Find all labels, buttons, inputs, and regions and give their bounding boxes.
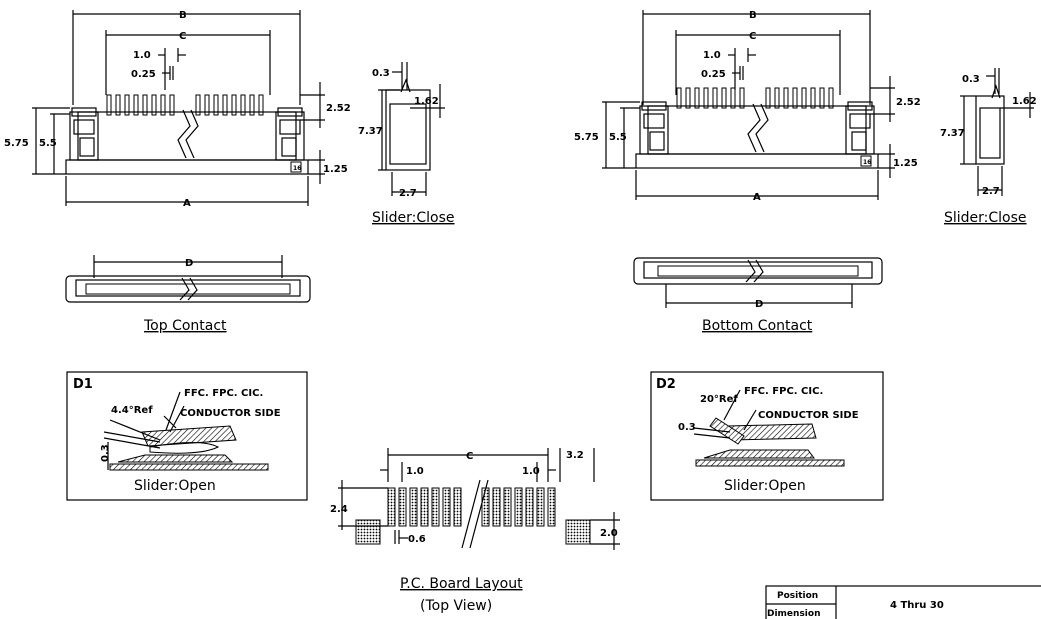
dim-pcb-edge: 3.2 [566, 450, 584, 461]
dim-body-height-left: 5.5 [39, 138, 57, 149]
dim-pad-pitch-left: 1.0 [406, 466, 424, 477]
position-box-right: 16 [863, 159, 871, 166]
side-view-left [378, 62, 445, 196]
front-view-bottom-contact [602, 10, 895, 200]
dim-c-left: C [179, 31, 186, 42]
dim-contact-width-left: 0.25 [131, 69, 156, 80]
dim-tab-height: 2.0 [600, 528, 618, 539]
side-view-right [960, 68, 1034, 196]
dim-pitch-left: 1.0 [133, 50, 151, 61]
table-position-label: Position [777, 591, 818, 601]
dim-a-right: A [753, 192, 761, 203]
dim-b-right: B [749, 10, 757, 21]
dim-side-top-left: 0.3 [372, 68, 390, 79]
caption-pcb-layout: P.C. Board Layout [400, 576, 523, 592]
d2-angle-label: 20°Ref [700, 394, 738, 405]
detail-d1-label: D1 [73, 377, 93, 392]
caption-top-contact: Top Contact [143, 318, 227, 334]
d1-thickness-label: 0.3 [100, 444, 111, 462]
caption-top-view: (Top View) [420, 598, 492, 614]
table-range: 4 Thru 30 [890, 600, 944, 611]
dim-contact-height-left: 2.52 [326, 103, 351, 114]
dim-contact-width-right: 0.25 [701, 69, 726, 80]
dim-side-width-right: 2.7 [982, 186, 1000, 197]
front-view-top-contact [32, 10, 325, 206]
dim-total-height-left: 5.75 [4, 138, 29, 149]
dim-c-right: C [749, 31, 756, 42]
detail-d1 [66, 371, 308, 501]
d1-angle-label: 4.4°Ref [111, 405, 153, 416]
caption-slider-close-left: Slider:Close [372, 210, 455, 226]
dim-c-pcb: C [466, 451, 473, 462]
table-dimension-label: Dimension [767, 609, 820, 619]
dim-side-top-right: 0.3 [962, 74, 980, 85]
d1-conductor-label: CONDUCTOR SIDE [180, 408, 281, 419]
dim-d-bottom: D [755, 299, 763, 310]
dim-a-left: A [183, 198, 191, 209]
detail-d2-label: D2 [656, 377, 676, 392]
bottom-contact-plan [633, 257, 883, 308]
top-contact-plan [65, 255, 311, 303]
d2-ffc-label: FFC. FPC. CIC. [744, 386, 823, 397]
dim-pad-width: 0.6 [408, 534, 426, 545]
caption-slider-close-right: Slider:Close [944, 210, 1027, 226]
d2-conductor-label: CONDUCTOR SIDE [758, 410, 859, 421]
position-table [765, 585, 1041, 619]
dim-side-step-right: 1.62 [1012, 96, 1037, 107]
dim-pad-length: 2.4 [330, 504, 348, 515]
caption-slider-open-d2: Slider:Open [724, 478, 806, 494]
dim-d-top: D [185, 258, 193, 269]
caption-slider-open-d1: Slider:Open [134, 478, 216, 494]
dim-base-height-left: 1.25 [323, 164, 348, 175]
detail-d2 [650, 371, 884, 501]
pcb-layout [338, 448, 620, 550]
position-box-left: 16 [293, 165, 301, 172]
dim-pad-pitch-right: 1.0 [522, 466, 540, 477]
dim-side-step-left: 1.62 [414, 96, 439, 107]
caption-bottom-contact: Bottom Contact [702, 318, 813, 334]
dim-contact-height-right: 2.52 [896, 97, 921, 108]
dim-side-height-right: 7.37 [940, 128, 965, 139]
dim-total-height-right: 5.75 [574, 132, 599, 143]
d2-thickness-label: 0.3 [678, 422, 696, 433]
d1-ffc-label: FFC. FPC. CIC. [184, 388, 263, 399]
dim-b-left: B [179, 10, 187, 21]
dim-base-height-right: 1.25 [893, 158, 918, 169]
dim-pitch-right: 1.0 [703, 50, 721, 61]
dim-side-height-left: 7.37 [358, 126, 383, 137]
dim-side-width-left: 2.7 [399, 188, 417, 199]
dim-body-height-right: 5.5 [609, 132, 627, 143]
